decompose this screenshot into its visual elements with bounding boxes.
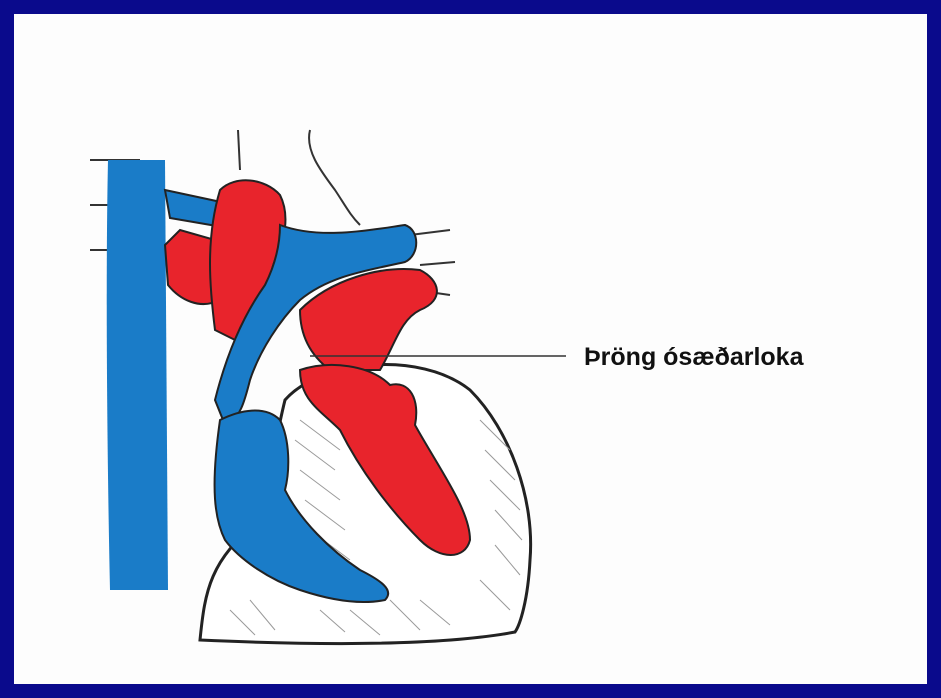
aortic-stenosis-label: Þröng ósæðarloka [584, 343, 804, 372]
slide-content-area: Þröng ósæðarloka [14, 14, 927, 684]
vena-cava [107, 160, 168, 590]
